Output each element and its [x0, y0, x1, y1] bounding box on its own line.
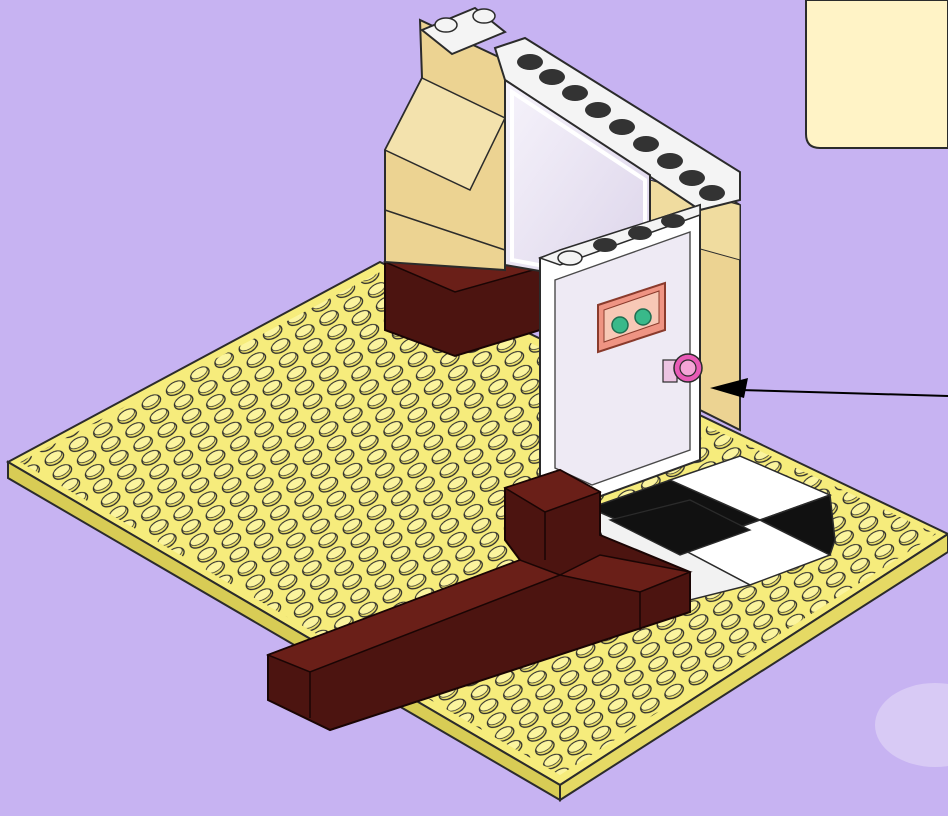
door	[540, 205, 700, 500]
sign-circle-right	[635, 309, 651, 325]
callout-box	[806, 0, 948, 148]
sign-circle-left	[612, 317, 628, 333]
